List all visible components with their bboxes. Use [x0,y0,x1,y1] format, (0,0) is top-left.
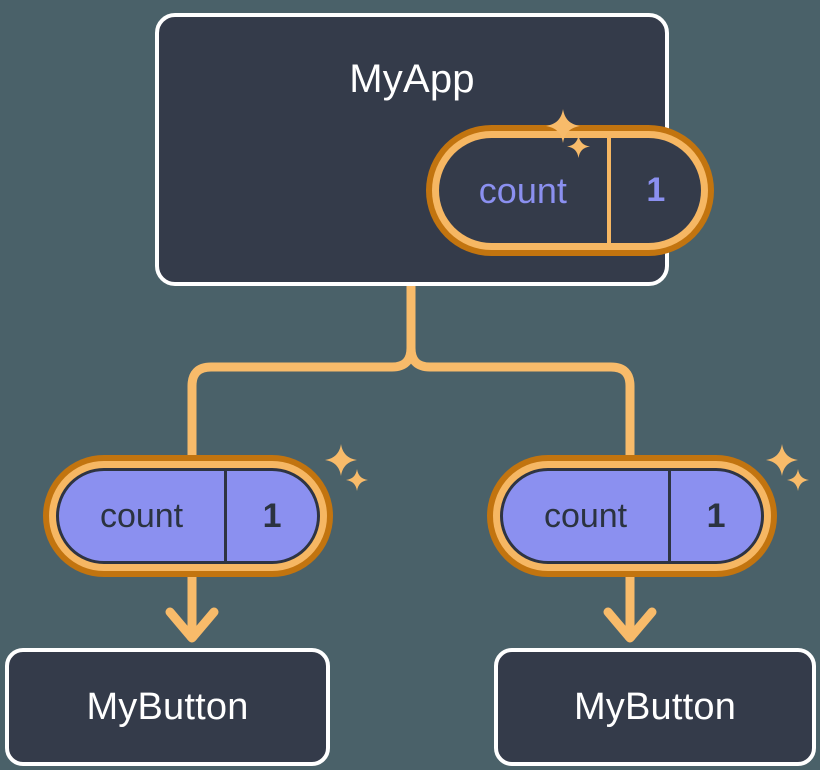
state-key: count [439,138,611,243]
sparkle-icon [324,443,358,477]
connector-branch-right [406,347,635,455]
sparkle-icon-small [566,134,591,159]
component-title: MyButton [573,685,737,728]
sparkle-icon-small [786,468,810,492]
state-pill-child-left[interactable]: count 1 [43,455,333,577]
state-pill-ring: count 1 [49,461,327,571]
component-card-mybutton-right[interactable]: MyButton [494,648,816,766]
state-value: 1 [706,496,726,535]
state-pill-myapp[interactable]: count 1 [426,125,714,256]
arrow-down-icon-left [165,607,219,643]
component-card-myapp[interactable]: MyApp count 1 [155,13,714,286]
state-pill-body: count 1 [500,468,764,564]
state-key: count [503,471,672,561]
arrow-down-icon-right [603,607,657,643]
state-key: count [59,471,228,561]
state-pill-body: count 1 [56,468,320,564]
page-title: MyApp [349,57,475,101]
sparkle-icon [765,443,799,477]
state-pill-child-right[interactable]: count 1 [487,455,777,577]
component-card-mybutton-left[interactable]: MyButton [5,648,330,766]
state-pill-ring: count 1 [493,461,771,571]
sparkle-icon [545,108,581,144]
sparkle-icon-small [345,468,369,492]
component-title: MyButton [86,685,249,728]
connector-branch-left [187,347,416,455]
state-pill-ring: count 1 [432,131,708,250]
state-value: 1 [262,496,282,535]
state-pill-body: count 1 [439,138,701,243]
state-value: 1 [646,171,666,209]
